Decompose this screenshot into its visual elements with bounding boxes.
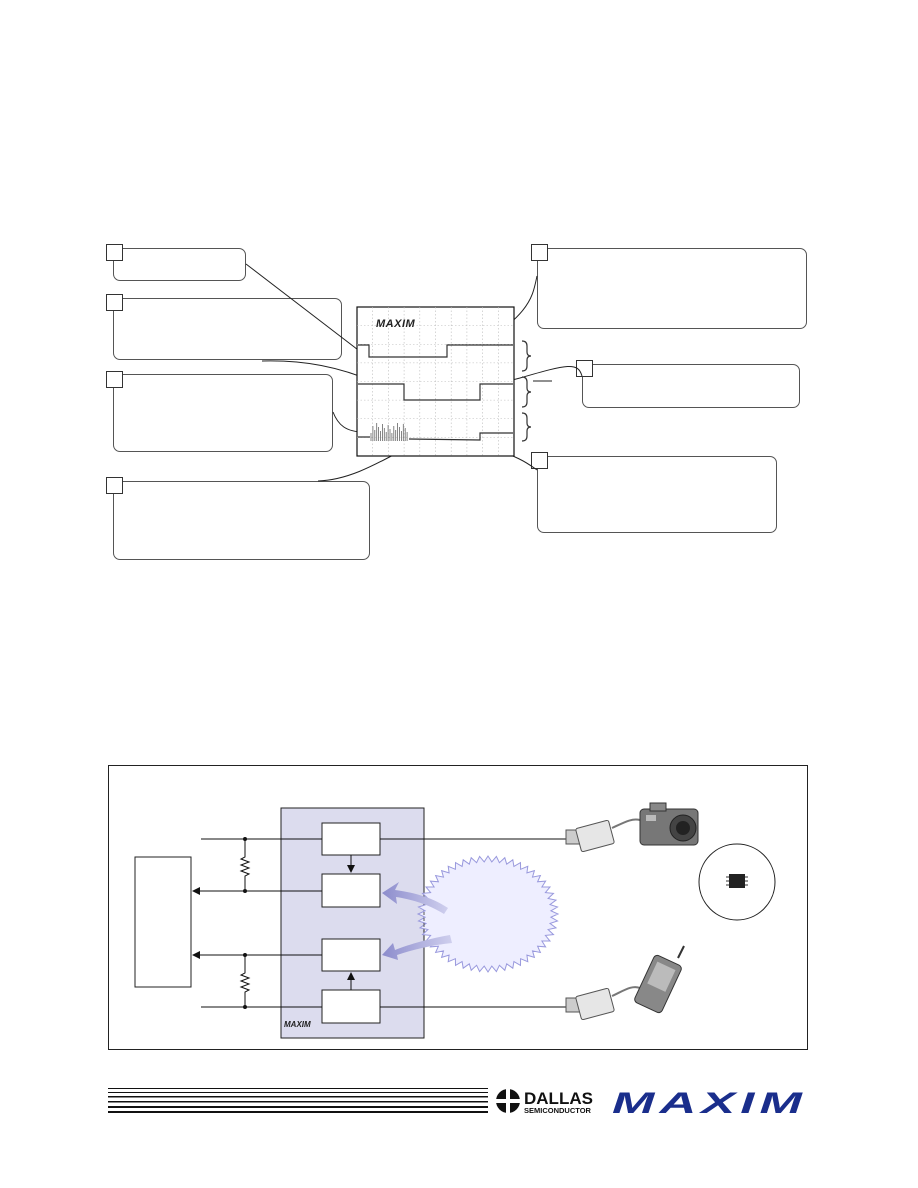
esd-burst xyxy=(416,855,560,973)
usb-connector-icon-bottom xyxy=(565,986,641,1021)
scope-logo-text: MAXIM xyxy=(376,318,416,330)
chip-logo-text: MAXIM xyxy=(284,1020,311,1029)
brand-dallas-line1: DALLAS xyxy=(524,1089,593,1108)
dallas-logo-icon xyxy=(496,1088,520,1114)
discharge-arrow-top xyxy=(382,882,448,914)
junction-dots xyxy=(243,837,247,1009)
camera-icon xyxy=(639,802,699,846)
brace-2 xyxy=(521,376,532,408)
callout-number-4 xyxy=(106,477,123,494)
trace-1 xyxy=(358,344,513,358)
block-top-2 xyxy=(321,873,381,908)
brand-maxim: MAXIM xyxy=(612,1087,807,1120)
host-block xyxy=(134,856,192,988)
callout-number-1 xyxy=(106,244,123,261)
callout-5 xyxy=(537,248,807,329)
leader-1 xyxy=(245,263,367,357)
scope-braces xyxy=(521,340,532,442)
resistor-bottom xyxy=(239,955,251,1007)
resistor-top xyxy=(239,839,251,891)
pda-icon xyxy=(634,945,685,1014)
trace-2 xyxy=(358,383,513,401)
callout-number-7 xyxy=(531,452,548,469)
trace-3-burst xyxy=(370,423,408,441)
scope-figure: MAXIM xyxy=(106,244,807,560)
callout-1 xyxy=(113,248,246,281)
ic-chip-icon xyxy=(726,874,748,888)
callout-6 xyxy=(582,364,800,408)
brace-1 xyxy=(521,340,532,372)
brand-dallas-line2: SEMICONDUCTOR xyxy=(524,1106,592,1115)
callout-3 xyxy=(113,374,333,452)
leader-6 xyxy=(481,365,583,389)
block-bottom-1 xyxy=(321,938,381,972)
callout-number-5 xyxy=(531,244,548,261)
block-top-1 xyxy=(321,822,381,856)
footer-rules xyxy=(108,1088,488,1113)
discharge-arrow-bottom xyxy=(382,935,452,960)
scope-logo: MAXIM xyxy=(376,318,416,330)
callout-number-3 xyxy=(106,371,123,388)
scope-svg: MAXIM xyxy=(245,263,583,482)
scope-grid xyxy=(357,307,514,456)
block-bottom-2 xyxy=(321,989,381,1024)
brace-3 xyxy=(521,412,532,442)
trace-3 xyxy=(358,432,513,441)
wires xyxy=(192,838,566,1008)
callout-4 xyxy=(113,481,370,560)
scope-traces xyxy=(358,344,513,441)
callout-number-2 xyxy=(106,294,123,311)
callout-7 xyxy=(537,456,777,533)
usb-connector-icon xyxy=(565,818,641,853)
